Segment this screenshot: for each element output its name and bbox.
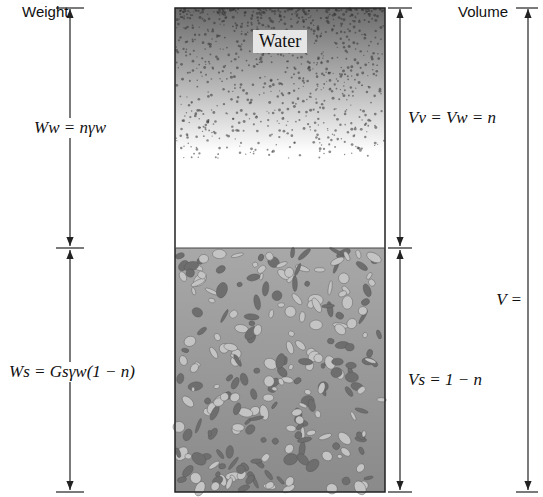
dimension-label: Vs = 1 − n — [405, 370, 485, 390]
phase-label: Water — [253, 30, 308, 53]
column-heading: Weight — [22, 3, 68, 21]
column-heading: Volume — [458, 3, 508, 21]
dimension-label: V = — [493, 290, 525, 310]
dimension-label: Ws = Gsγw(1 − n) — [6, 362, 138, 382]
column-outline — [175, 8, 385, 492]
volume-dimension — [388, 8, 538, 492]
dimension-label: Vv = Vw = n — [405, 108, 499, 128]
water-phase: Water — [175, 8, 385, 248]
phase-boundary — [175, 248, 385, 249]
dimension-label: Ww = nγw — [31, 118, 109, 138]
solids-region — [175, 248, 385, 492]
solid-grains — [173, 246, 387, 497]
water-region — [175, 8, 385, 248]
weight-dimension — [56, 8, 84, 492]
water-stipple — [175, 8, 385, 159]
